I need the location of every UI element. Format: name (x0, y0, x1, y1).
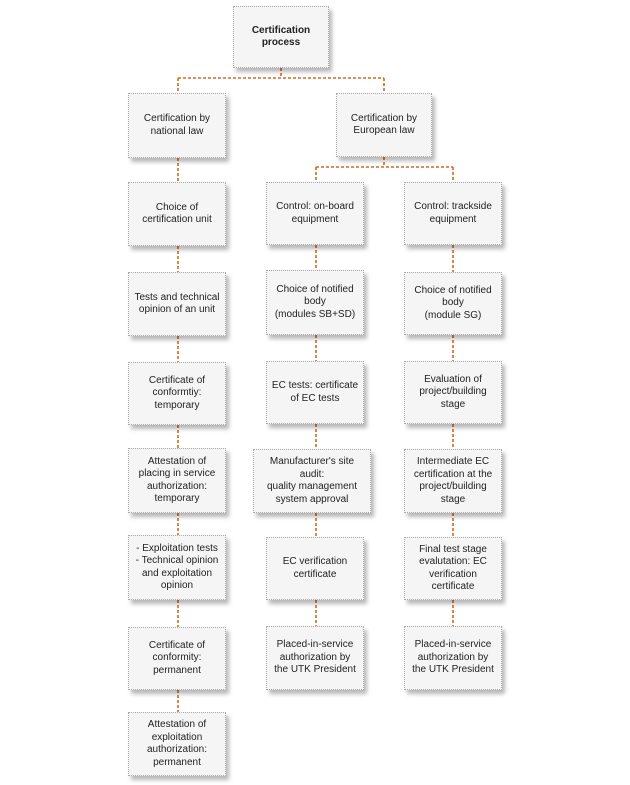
node-final-test-stage-evaluation: Final test stage evalutation: EC verific… (404, 537, 502, 600)
node-label: Choice of notified body (modules SB+SD) (274, 283, 356, 320)
node-choice-certification-unit: Choice of certification unit (128, 182, 226, 246)
node-label: - Exploitation tests - Technical opinion… (135, 542, 219, 592)
node-label: Certification by European law (350, 112, 418, 137)
node-control-onboard-equipment: Control: on-board equipment (266, 182, 364, 245)
node-control-trackside-equipment: Control: trackside equipment (404, 182, 502, 245)
node-label: Placed-in-service authorization by the U… (412, 639, 494, 676)
node-label: EC verification certificate (282, 556, 348, 580)
node-label: Control: trackside equipment (414, 201, 492, 225)
node-label: Tests and technical opinion of an unit (134, 291, 220, 316)
node-certificate-conformity-permanent: Certificate of conformity: permanent (128, 627, 226, 690)
node-exploitation-tests: - Exploitation tests - Technical opinion… (128, 535, 226, 600)
node-label: Certification by national law (143, 113, 211, 137)
node-label: Manufacturer's site audit: quality manag… (266, 456, 358, 505)
node-label: Attestation of placing in service author… (138, 455, 216, 505)
node-ec-tests-certificate: EC tests: certificate of EC tests (266, 361, 364, 424)
node-certification-process: Certification process (233, 6, 329, 68)
node-attestation-placing-service-temporary: Attestation of placing in service author… (128, 448, 226, 513)
node-placed-in-service-onboard: Placed-in-service authorization by the U… (266, 626, 364, 690)
node-label: Control: on-board equipment (276, 201, 354, 225)
node-intermediate-ec-certification: Intermediate EC certification at the pro… (404, 449, 502, 513)
node-label: Certificate of conformity: permanent (148, 639, 206, 676)
node-label: Attestation of exploitation authorizatio… (146, 719, 208, 768)
node-label: Certificate of conformtiy: temporary (148, 374, 206, 411)
node-certificate-conformity-temporary: Certificate of conformtiy: temporary (128, 362, 226, 425)
node-label: Choice of certification unit (142, 201, 212, 226)
node-placed-in-service-trackside: Placed-in-service authorization by the U… (404, 626, 502, 690)
node-label: Placed-in-service authorization by the U… (274, 639, 356, 676)
node-label: Choice of notified body (module SG) (414, 284, 492, 321)
node-label: EC tests: certificate of EC tests (271, 380, 359, 404)
node-label: Certification process (251, 24, 311, 49)
node-label: Intermediate EC certification at the pro… (413, 456, 493, 505)
node-attestation-exploitation-permanent: Attestation of exploitation authorizatio… (128, 712, 226, 776)
node-label: Final test stage evalutation: EC verific… (419, 543, 487, 593)
node-certification-national-law: Certification by national law (128, 93, 226, 158)
node-choice-notified-body-sb-sd: Choice of notified body (modules SB+SD) (266, 270, 364, 335)
node-ec-verification-certificate: EC verification certificate (266, 537, 364, 600)
node-evaluation-project-building: Evaluation of project/building stage (404, 361, 502, 424)
node-label: Evaluation of project/building stage (419, 373, 487, 410)
node-tests-technical-opinion: Tests and technical opinion of an unit (128, 272, 226, 336)
node-choice-notified-body-sg: Choice of notified body (module SG) (404, 272, 502, 335)
node-manufacturer-site-audit: Manufacturer's site audit: quality manag… (253, 449, 371, 513)
node-certification-european-law: Certification by European law (336, 93, 432, 157)
